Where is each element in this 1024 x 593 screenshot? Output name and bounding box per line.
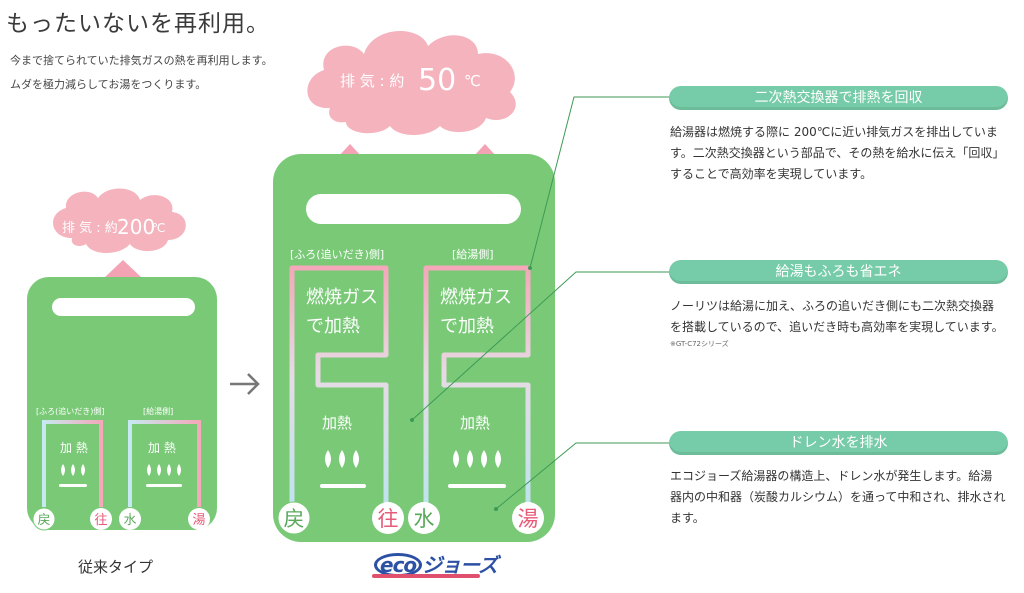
conventional-port-water-label: 水 [123,513,136,528]
logo-suffix-text: ジョーズ [422,553,498,577]
feature-desc-line: エコジョーズ給湯器の構造上、ドレン水が発生します。給湯 [670,469,993,483]
eco-port-go [372,502,404,534]
eco-supply-pipe [423,265,531,506]
feature-desc-energy-saving: ノーリツは給湯に加え、ふろの追いだき側にも二次熱交換器 を搭載しているので、追い… [670,296,1020,338]
feature-desc-line: ノーリツは給湯に加え、ふろの追いだき側にも二次熱交換器 [670,299,995,313]
eco-heat-left: 加熱 [322,414,352,432]
conventional-bath-pipe [42,420,103,507]
eco-gas-right-line2: で加熱 [440,316,494,337]
conventional-label-right: [給湯側] [143,406,173,416]
conventional-exhaust-slot [52,298,195,316]
eco-port-go-label: 往 [378,507,399,531]
lead-text-2: ムダを極力減らしてお湯をつくります。 [10,78,207,91]
conventional-heat-left: 加 熱 [60,441,88,455]
conventional-flames-left [59,464,87,487]
eco-unit-body [273,154,555,542]
conventional-port-go [90,508,112,530]
feature-desc-line: 器内の中和器（炭酸カルシウム）を通って中和され、排水され [670,490,1006,504]
eco-cloud [307,31,516,135]
eco-port-return [277,501,311,535]
page-title: もったいないを再利用。 [6,11,270,37]
feature-desc-line: することで高効率を実現しています。 [670,167,873,181]
conventional-exhaust-prefix: 排 気 : 約 [62,220,118,236]
eco-label-left: [ふろ(追いだき)側] [290,247,384,261]
conventional-port-hot [188,508,210,530]
feature-desc-line: ます。 [670,511,705,525]
conventional-exhaust-unit: ℃ [152,221,165,235]
eco-port-hot-label: 湯 [518,507,539,531]
eco-bath-pipe [289,265,389,506]
eco-gas-right-line1: 燃焼ガス [440,287,512,308]
eco-flames-right [448,450,506,488]
conventional-port-water [119,508,141,530]
feature-title-drain-water: ドレン水を排水 [669,431,1008,455]
eco-port-hot [512,502,544,534]
feature-desc-heat-recovery: 給湯器は燃焼する際に 200℃に近い排気ガスを排出していま す。二次熱交換器とい… [670,122,1020,185]
feature-desc-line: 給湯器は燃焼する際に 200℃に近い排気ガスを排出していま [670,125,998,139]
conventional-label-left: [ふろ(追いだき)側] [36,406,104,416]
eco-exhaust-prefix: 排 気 : 約 [340,72,404,90]
transition-arrow-icon [230,373,260,395]
callout-leaders [411,96,670,510]
feature-title-energy-saving: 給湯もふろも省エネ [669,260,1008,284]
conventional-caption: 従来タイプ [78,558,154,576]
eco-exhaust-value: 50 [418,63,456,98]
feature-desc-line: す。二次熱交換器という部品で、その熱を給水に伝え「回収」 [670,146,1005,160]
feature-note-model: ※GT-C72シリーズ [670,340,729,348]
eco-port-water-label: 水 [414,507,435,531]
feature-desc-drain-water: エコジョーズ給湯器の構造上、ドレン水が発生します。給湯 器内の中和器（炭酸カルシ… [670,466,1020,529]
feature-title-heat-recovery: 二次熱交換器で排熱を回収 [669,86,1008,110]
eco-heat-right: 加熱 [460,414,490,432]
eco-gas-left-line2: で加熱 [306,316,360,337]
conventional-port-return [32,507,56,531]
conventional-heat-right: 加 熱 [148,441,176,455]
conventional-port-go-label: 往 [94,513,107,528]
conventional-exhaust-value: 200 [117,215,155,239]
eco-gas-left-line1: 燃焼ガス [306,287,378,308]
conventional-cloud [53,188,186,253]
eco-exhaust-slot [306,194,521,224]
eco-exhaust-unit: ℃ [464,72,481,90]
eco-port-return-label: 戻 [284,507,305,531]
conventional-port-return-label: 戻 [37,513,50,528]
conventional-supply-pipe [128,420,201,507]
eco-flames-left [320,450,366,488]
logo-underline [372,574,480,578]
lead-text-1: 今まで捨てられていた排気ガスの熱を再利用します。 [10,54,273,67]
feature-desc-line: を搭載しているので、追いだき時も高効率を実現しています。 [670,320,1004,334]
callout-leader-dots [410,266,532,511]
conventional-flames-right [146,464,182,487]
eco-label-right: [給湯側] [452,247,494,261]
eco-port-water [408,502,440,534]
conventional-port-hot-label: 湯 [192,513,205,528]
